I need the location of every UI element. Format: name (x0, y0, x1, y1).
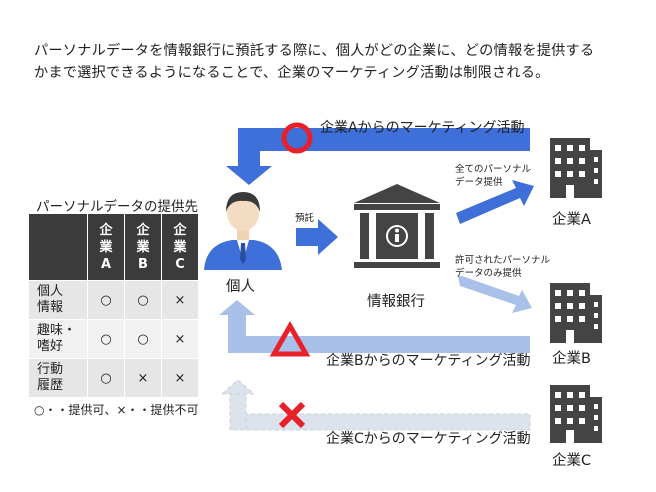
row-label: 行動履歴 (28, 358, 88, 398)
table-cell: × (161, 280, 199, 320)
table-cell: × (161, 319, 199, 359)
company-b-label: 企業B (552, 351, 591, 367)
table-legend: ○・・提供可、×・・提供不可 (34, 403, 199, 417)
table-row: 個人情報 ○ ○ × (28, 280, 199, 320)
row-label: 個人情報 (28, 280, 88, 320)
marketing-b-label: 企業Bからのマーケティング活動 (326, 353, 531, 369)
building-a-icon (550, 138, 602, 198)
company-c-label: 企業C (552, 453, 592, 469)
person-icon (204, 192, 282, 270)
deposit-arrow (296, 219, 338, 255)
table-cell: ○ (87, 319, 125, 359)
permitted-data-arrow (458, 276, 532, 313)
table-cell: ○ (124, 319, 162, 359)
table-title: パーソナルデータの提供先 (36, 199, 198, 215)
cross-mark-c (278, 401, 306, 429)
intro-line-1: パーソナルデータを情報銀行に預託する際に、個人がどの企業に、どの情報を提供する (34, 43, 595, 59)
bank-label: 情報銀行 (367, 294, 425, 310)
table-cell: ○ (124, 280, 162, 320)
intro-text: パーソナルデータを情報銀行に預託する際に、個人がどの企業に、どの情報を提供する … (34, 40, 634, 84)
all-data-label: 全てのパーソナルデータ提供 (455, 164, 532, 188)
table-cell: × (124, 358, 162, 398)
table-cell: ○ (87, 280, 125, 320)
triangle-mark-b (269, 320, 311, 357)
intro-line-2: かまで選択できるようになることで、企業のマーケティング活動は制限される。 (34, 65, 550, 81)
permitted-data-label: 許可されたパーソナルデータのみ提供 (455, 255, 551, 279)
table-corner (28, 213, 88, 281)
table-row: 行動履歴 ○ × × (28, 358, 199, 398)
building-c-icon (550, 385, 602, 443)
marketing-c-arrow (220, 379, 531, 431)
row-label: 趣味・嗜好 (28, 319, 88, 359)
bank-icon (354, 184, 440, 268)
circle-mark-a (281, 122, 313, 154)
all-data-arrow (456, 180, 534, 224)
company-a-label: 企業A (552, 212, 591, 228)
marketing-a-label: 企業Aからのマーケティング活動 (320, 120, 525, 136)
deposit-label: 預託 (295, 213, 315, 224)
marketing-c-label: 企業Cからのマーケティング活動 (326, 431, 531, 447)
person-label: 個人 (226, 279, 255, 295)
table-row: 趣味・嗜好 ○ ○ × (28, 319, 199, 359)
table-cell: × (161, 358, 199, 398)
building-b-icon (550, 283, 602, 343)
table-cell: ○ (87, 358, 125, 398)
